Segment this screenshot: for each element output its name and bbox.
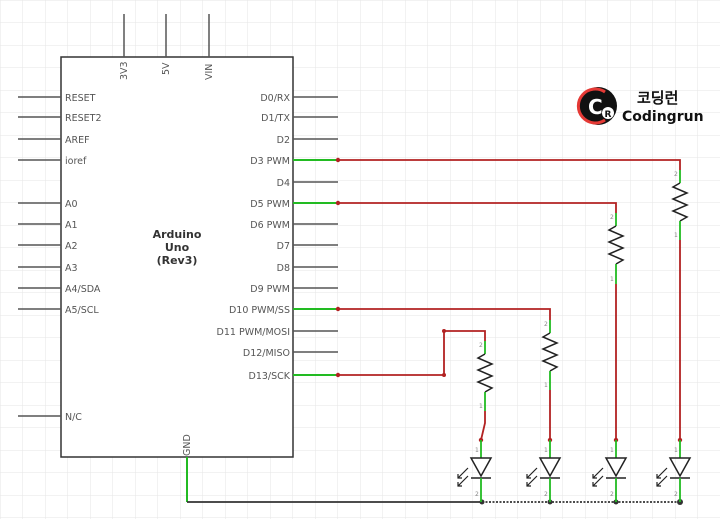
resistor-r1-pin1: 1 — [479, 403, 483, 410]
right-pins: D0/RX D1/TX D2 D3 PWM D4 D5 PWM D6 PWM D… — [217, 93, 338, 382]
light-arrow-icon — [526, 467, 538, 479]
board-outline — [60, 56, 294, 458]
gnd-pin: GND — [182, 434, 193, 502]
pin-d2-label: D2 — [277, 135, 290, 146]
led-2[interactable]: 1 2 — [526, 440, 562, 502]
resistor-r2-body — [541, 332, 559, 372]
resistor-r4[interactable]: 2 1 — [671, 170, 689, 240]
junction-d13-bend — [442, 373, 446, 377]
led-1-body — [469, 457, 493, 478]
pin-d5-label: D5 PWM — [250, 199, 290, 210]
resistor-r4-body — [671, 182, 689, 222]
led-3-body — [604, 457, 628, 478]
pin-gnd-label: GND — [182, 434, 193, 456]
led-3[interactable]: 1 2 — [592, 440, 628, 502]
light-arrow-icon — [457, 475, 469, 487]
light-arrow-icon — [656, 475, 668, 487]
resistor-r2-pin2: 2 — [544, 321, 548, 328]
pin-d7-label: D7 — [277, 241, 290, 252]
led-1[interactable]: 1 2 — [457, 440, 493, 502]
ground-bus — [187, 499, 683, 505]
logo-mark: C — [588, 95, 603, 119]
light-arrow-icon — [526, 475, 538, 487]
arduino-board[interactable]: Arduino Uno (Rev3) — [60, 56, 294, 458]
led-2-pin2: 2 — [544, 491, 548, 498]
light-arrow-icon — [457, 467, 469, 479]
pin-d0-label: D0/RX — [260, 93, 290, 104]
logo-korean: 코딩런 — [637, 89, 678, 107]
left-pins: RESET RESET2 AREF ioref A0 A1 A2 A3 A4/S… — [18, 93, 101, 423]
pin-reset2-label: RESET2 — [65, 113, 101, 124]
resistor-r4-pin1: 1 — [674, 232, 678, 239]
top-pins: 3V3 5V VIN — [119, 14, 215, 80]
light-arrow-icon — [656, 467, 668, 479]
light-arrow-icon — [592, 475, 604, 487]
resistor-r2-pin1: 1 — [544, 382, 548, 389]
pin-5v-label: 5V — [161, 62, 172, 75]
pin-a5-label: A5/SCL — [65, 305, 99, 316]
resistor-r3-body — [607, 225, 625, 265]
logo-mark-sub: R — [605, 110, 612, 120]
logo-sub-circle — [602, 107, 614, 119]
junction-d10 — [335, 306, 341, 312]
wire-d5[interactable] — [338, 202, 617, 213]
board-name-line3: (Rev3) — [157, 254, 198, 267]
pin-a4-label: A4/SDA — [65, 284, 101, 295]
led-2-body — [538, 457, 562, 478]
resistor-r2[interactable]: 2 1 — [541, 320, 559, 390]
pin-a2-label: A2 — [65, 241, 78, 252]
junction-d5 — [335, 200, 341, 206]
resistor-r3[interactable]: 2 1 — [607, 213, 625, 284]
pin-d9-label: D9 PWM — [250, 284, 290, 295]
wire-d3[interactable] — [338, 159, 681, 170]
resistor-r1[interactable]: 2 1 — [476, 341, 494, 411]
resistor-r4-pin2: 2 — [674, 171, 678, 178]
led-3-pin1: 1 — [610, 447, 614, 454]
pin-reset-label: RESET — [65, 93, 96, 104]
pin-ioref-label: ioref — [65, 156, 87, 167]
light-arrow-icon — [592, 467, 604, 479]
pin-a3-label: A3 — [65, 263, 78, 274]
board-name-line2: Uno — [165, 241, 190, 254]
pin-d6-label: D6 PWM — [250, 220, 290, 231]
pin-d12-label: D12/MISO — [243, 348, 290, 359]
board-name-line1: Arduino — [153, 228, 202, 241]
resistor-r1-pin2: 2 — [479, 342, 483, 349]
led-4-pin2: 2 — [674, 491, 678, 498]
pin-d1-label: D1/TX — [261, 113, 290, 124]
pin-3v3-label: 3V3 — [119, 61, 130, 80]
pin-vin-label: VIN — [204, 64, 215, 80]
led-4[interactable]: 1 2 — [656, 440, 692, 502]
led-1-pin2: 2 — [475, 491, 479, 498]
led-4-body — [668, 457, 692, 478]
junction-d3 — [335, 157, 341, 163]
junction-d13-bend2 — [442, 329, 446, 333]
wires — [338, 159, 681, 441]
pin-d13-label: D13/SCK — [249, 371, 291, 382]
led-2-pin1: 1 — [544, 447, 548, 454]
pin-nc-label: N/C — [65, 412, 82, 423]
wire-r1-led1[interactable] — [480, 411, 486, 441]
pin-d4-label: D4 — [277, 178, 290, 189]
pin-d8-label: D8 — [277, 263, 290, 274]
pin-d10-label: D10 PWM/SS — [229, 305, 290, 316]
led-4-pin1: 1 — [674, 447, 678, 454]
resistor-r3-pin1: 1 — [610, 276, 614, 283]
logo-arc-icon — [576, 87, 606, 125]
pin-aref-label: AREF — [65, 135, 90, 146]
logo-english: Codingrun — [622, 109, 704, 125]
resistor-r1-body — [476, 353, 494, 393]
pin-a1-label: A1 — [65, 220, 78, 231]
codingrun-logo: C R 코딩런 Codingrun — [576, 87, 704, 125]
pin-a0-label: A0 — [65, 199, 78, 210]
pin-d3-label: D3 PWM — [250, 156, 290, 167]
junction-d13 — [335, 372, 341, 378]
led-3-pin2: 2 — [610, 491, 614, 498]
wire-d10[interactable] — [338, 308, 551, 320]
led-1-pin1: 1 — [475, 447, 479, 454]
pin-d11-label: D11 PWM/MOSI — [217, 327, 290, 338]
resistor-r3-pin2: 2 — [610, 214, 614, 221]
